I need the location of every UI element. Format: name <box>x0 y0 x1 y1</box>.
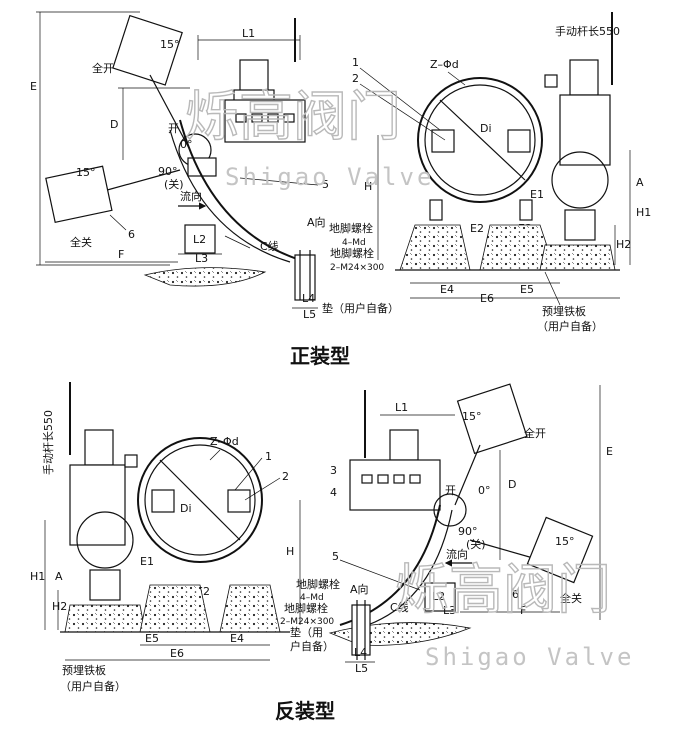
dim-d: D <box>110 118 118 131</box>
label-anchor-bolt-c: 地脚螺栓 <box>296 577 340 591</box>
label-pad2-c: 户自备） <box>290 639 334 653</box>
dim-l3: L3 <box>195 252 208 265</box>
label-flow: 流向 <box>180 189 202 203</box>
caption-normal: 正装型 <box>290 344 350 368</box>
dim-f-c: F <box>520 604 526 617</box>
dim-a-b: A <box>55 570 63 583</box>
label-full-close-c: 全关 <box>560 591 582 605</box>
dim-h: H <box>364 180 372 193</box>
watermark-cn-top: 烁高阀门 <box>185 85 401 148</box>
label-plate-note: （用户自备） <box>537 319 603 333</box>
dim-e1-b: E1 <box>140 555 154 568</box>
label-a-dir: A向 <box>307 215 326 229</box>
label-full-close: 全关 <box>70 235 92 249</box>
bottom-left-front-view: 手动杆长550 Di Z–Φd 1 2 H H1 A H2 E1 E2 E5 <box>30 382 301 693</box>
label-plate-note-b: （用户自备） <box>60 679 126 693</box>
top-right-front-view: Di Z–Φd 1 2 H 手动杆长550 E1 E2 E3 E4 E5 <box>352 12 651 333</box>
dim-e1: E1 <box>530 188 544 201</box>
top-left-side-view: E D L1 15° 全开 开 0° 90° (关) 流向 <box>30 11 329 287</box>
dim-l2: L2 <box>193 233 206 246</box>
label-5: 5 <box>322 178 329 191</box>
label-c-line: C线 <box>260 239 279 253</box>
angle-15-b-c: 15° <box>555 535 575 548</box>
label-1: 1 <box>352 56 359 69</box>
label-plate-b: 预埋铁板 <box>62 663 106 677</box>
label-6: 6 <box>128 228 135 241</box>
dim-e6-b: E6 <box>170 647 184 660</box>
label-z-phid: Z–Φd <box>430 58 459 71</box>
label-1-b: 1 <box>265 450 272 463</box>
dim-h-b: H <box>286 545 294 558</box>
label-5-c: 5 <box>332 550 339 563</box>
bottom-right-side-view: L1 3 4 E 15° 全开 开 0° D 90° (关) 流向 <box>280 383 613 675</box>
watermark-cn-bottom: 烁高阀门 <box>395 558 611 621</box>
dim-h2-b: H2 <box>52 600 67 613</box>
watermark-en-bottom: Shigao Valve <box>425 643 634 671</box>
label-a-dir-c: A向 <box>350 582 369 596</box>
dim-e2: E2 <box>470 222 484 235</box>
label-flow-c: 流向 <box>446 547 468 561</box>
label-handle-b: 手动杆长550 <box>41 410 55 475</box>
dim-h1: H1 <box>636 206 651 219</box>
label-plate: 预埋铁板 <box>542 304 586 318</box>
dim-e6: E6 <box>480 292 494 305</box>
dim-l5-c: L5 <box>355 662 368 675</box>
caption-reverse: 反装型 <box>275 699 335 723</box>
dim-l4-c: L4 <box>354 646 367 659</box>
label-anchor-bolt: 地脚螺栓 <box>329 221 373 235</box>
dim-e4: E4 <box>440 283 454 296</box>
label-2: 2 <box>352 72 359 85</box>
label-2m24-c: 2–M24×300 <box>280 617 334 627</box>
dim-l1: L1 <box>242 27 255 40</box>
angle-0-c: 0° <box>478 484 491 497</box>
label-6-c: 6 <box>512 588 519 601</box>
dim-di-b: Di <box>180 502 192 515</box>
dim-e-c: E <box>606 445 613 458</box>
dim-e5-b: E5 <box>145 632 159 645</box>
dim-l3-c: L3 <box>443 604 456 617</box>
label-3-c: 3 <box>330 464 337 477</box>
label-anchor-bolt2-c: 地脚螺栓 <box>284 601 328 615</box>
label-c-line-c: C线 <box>390 600 409 614</box>
label-close-paren: (关) <box>164 177 184 191</box>
label-4-c: 4 <box>330 486 337 499</box>
label-full-open: 全开 <box>92 61 114 75</box>
label-4md: 4–Md <box>342 238 366 248</box>
label-full-open-c: 全开 <box>524 426 546 440</box>
dim-e5: E5 <box>520 283 534 296</box>
dim-l5: L5 <box>303 308 316 321</box>
label-pad-c: 垫（用 <box>290 625 323 639</box>
dim-d-c: D <box>508 478 516 491</box>
dim-h2: H2 <box>616 238 631 251</box>
label-2-b: 2 <box>282 470 289 483</box>
label-4md-c: 4–Md <box>300 593 324 603</box>
dim-l2-c: L2 <box>432 590 445 603</box>
angle-15-bottom: 15° <box>76 166 96 179</box>
dim-di: Di <box>480 122 492 135</box>
dim-e4-b: E4 <box>230 632 244 645</box>
dim-h1-b: H1 <box>30 570 45 583</box>
watermark-en-top: Shigao Valve <box>225 163 434 191</box>
label-z-phid-b: Z–Φd <box>210 435 239 448</box>
dim-f: F <box>118 248 124 261</box>
label-anchor-bolt-2: 地脚螺栓 <box>330 246 374 260</box>
top-anchor-detail: A向 地脚螺栓 4–Md 地脚螺栓 2–M24×300 L4 L5 垫（用户自备… <box>292 215 399 321</box>
label-handle: 手动杆长550 <box>555 24 620 38</box>
label-2m24: 2–M24×300 <box>330 263 384 273</box>
label-open-c: 开 <box>445 484 456 497</box>
label-pad: 垫（用户自备） <box>322 301 399 315</box>
angle-90-c: 90° <box>458 525 478 538</box>
dim-l4: L4 <box>302 292 315 305</box>
dim-e: E <box>30 80 37 93</box>
dim-l1-c: L1 <box>395 401 408 414</box>
angle-15-c: 15° <box>462 410 482 423</box>
label-open: 开 <box>168 122 179 135</box>
dim-a: A <box>636 176 644 189</box>
angle-15-top: 15° <box>160 38 180 51</box>
